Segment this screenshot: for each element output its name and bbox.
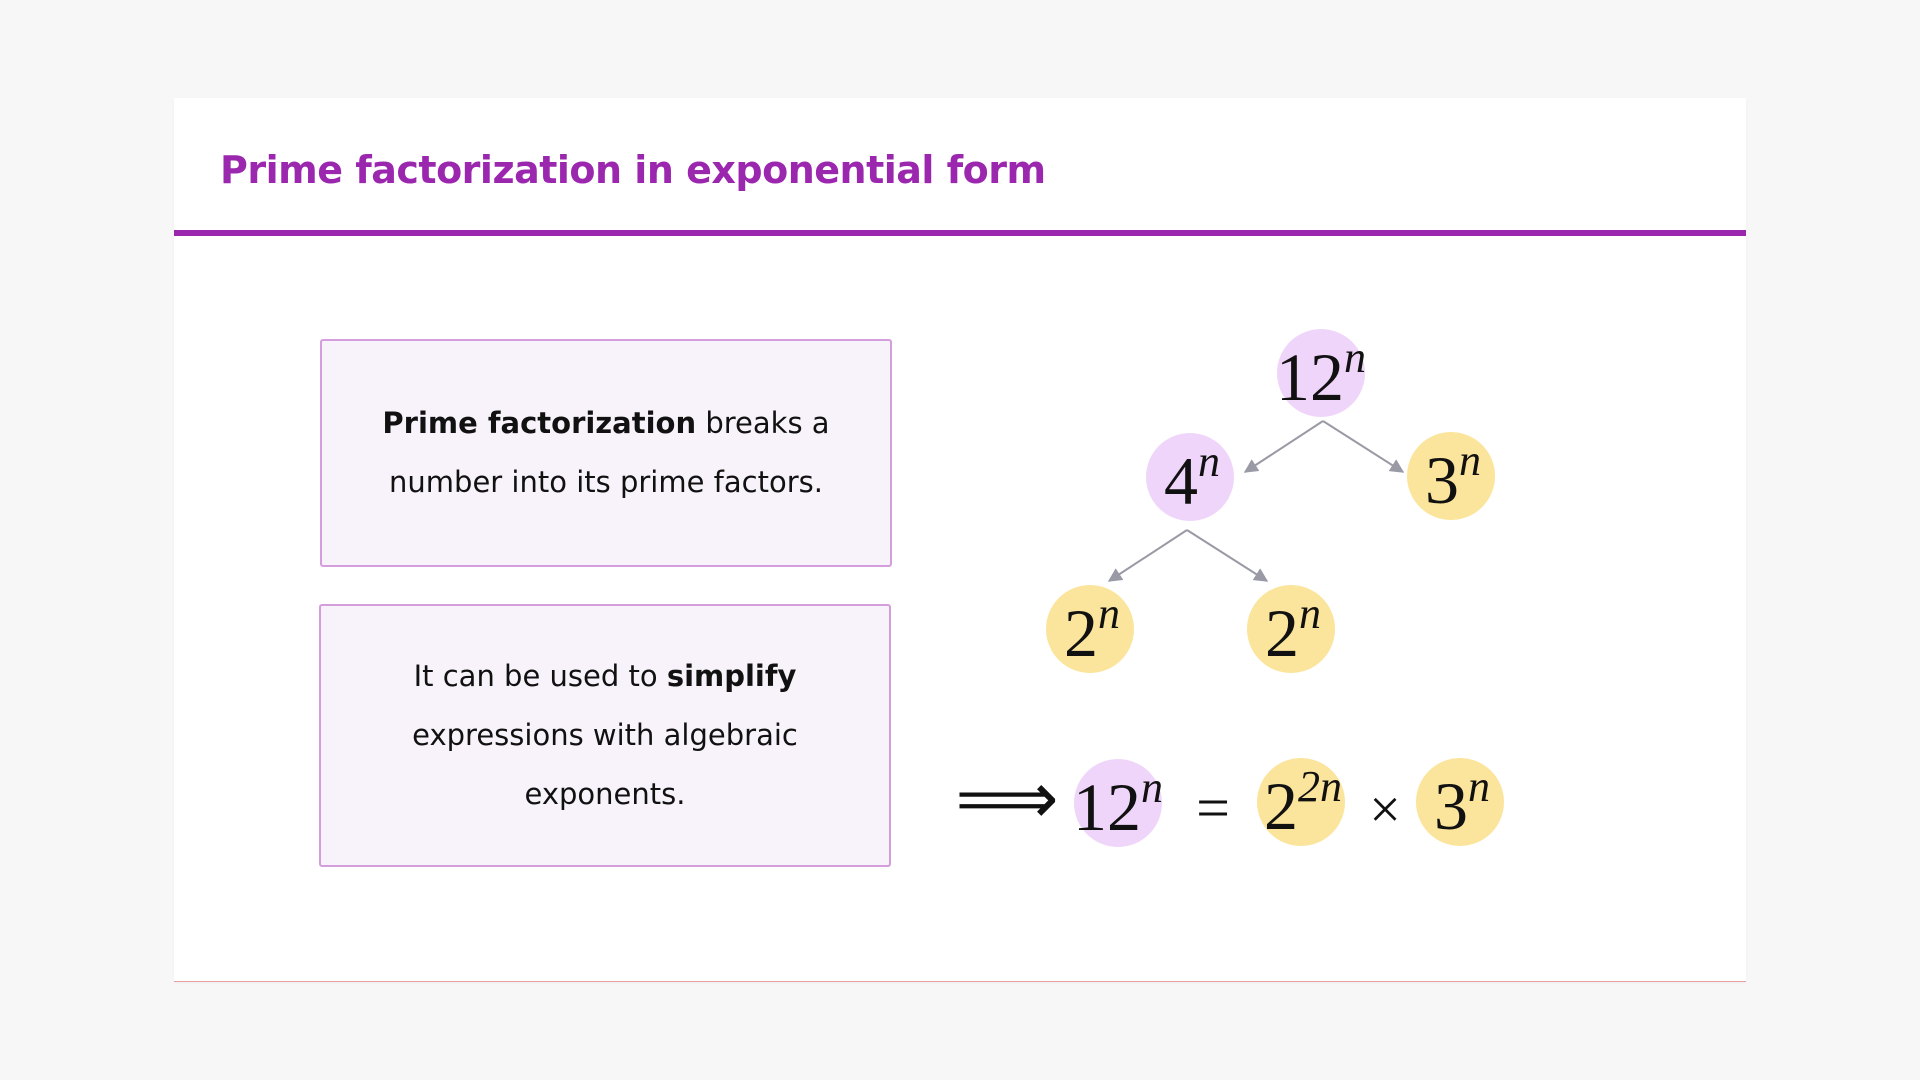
node-base: 12 [1073, 769, 1141, 845]
definition-text: Prime factorization breaks a number into… [362, 394, 850, 512]
times-symbol: × [1369, 779, 1401, 841]
node-exponent: n [1299, 589, 1321, 638]
equation-lhs: 12n [1073, 759, 1163, 847]
equation-term-1: 22n [1257, 758, 1345, 846]
usage-pre: It can be used to [413, 659, 667, 693]
tree-node-root: 12n [1276, 329, 1366, 417]
implies-symbol: ⟹ [955, 759, 1058, 839]
definition-rest: breaks a number into its prime factors. [389, 406, 830, 499]
slide-card: Prime factorization in exponential form … [174, 98, 1746, 982]
node-expression: 2n [1064, 589, 1120, 671]
node-exponent: n [1098, 589, 1120, 638]
node-circle [1247, 585, 1335, 673]
factor-tree-diagram: 12n 4n 3n 2n 2n ⟹ 12n = 22n × [955, 329, 1504, 847]
tree-node-right: 3n [1407, 432, 1495, 520]
node-expression: 12n [1073, 763, 1163, 845]
definition-box: Prime factorization breaks a number into… [320, 339, 892, 567]
slide-title: Prime factorization in exponential form [220, 148, 1046, 192]
node-circle [1416, 758, 1504, 846]
title-underline [174, 230, 1746, 236]
tree-node-left: 4n [1146, 433, 1234, 521]
usage-bold-term: simplify [666, 659, 797, 693]
usage-text: It can be used to simplify expressions w… [361, 647, 849, 824]
tree-node-leaf-left: 2n [1046, 585, 1134, 673]
node-exponent: n [1141, 763, 1163, 812]
node-base: 2 [1264, 768, 1298, 844]
definition-bold-term: Prime factorization [382, 406, 697, 440]
edge-root-to-right [1322, 420, 1405, 473]
edge-root-to-left [1243, 420, 1324, 473]
node-base: 3 [1425, 442, 1459, 518]
node-circle [1146, 433, 1234, 521]
node-circle [1277, 329, 1365, 417]
node-expression: 2n [1265, 589, 1321, 671]
node-base: 4 [1164, 443, 1198, 519]
tree-node-leaf-right: 2n [1247, 585, 1335, 673]
node-base: 12 [1276, 339, 1344, 415]
node-circle [1257, 758, 1345, 846]
node-base: 3 [1434, 768, 1468, 844]
node-expression: 22n [1264, 762, 1342, 844]
node-expression: 3n [1434, 762, 1490, 844]
node-exponent: n [1459, 436, 1481, 485]
node-expression: 4n [1164, 437, 1220, 519]
node-base: 2 [1064, 595, 1098, 671]
node-base: 2 [1265, 595, 1299, 671]
equation-term-2: 3n [1416, 758, 1504, 846]
edge-left-to-leaf-left [1107, 529, 1188, 582]
node-exponent: n [1198, 437, 1220, 486]
node-exponent: 2n [1298, 762, 1342, 811]
node-circle [1046, 585, 1134, 673]
node-circle [1407, 432, 1495, 520]
node-exponent: n [1344, 333, 1366, 382]
edge-left-to-leaf-right [1186, 529, 1269, 582]
node-circle [1074, 759, 1162, 847]
node-expression: 3n [1425, 436, 1481, 518]
usage-post: expressions with algebraic exponents. [412, 718, 798, 811]
node-exponent: n [1468, 762, 1490, 811]
node-expression: 12n [1276, 333, 1366, 415]
usage-box: It can be used to simplify expressions w… [319, 604, 891, 867]
equals-symbol: = [1196, 775, 1230, 841]
